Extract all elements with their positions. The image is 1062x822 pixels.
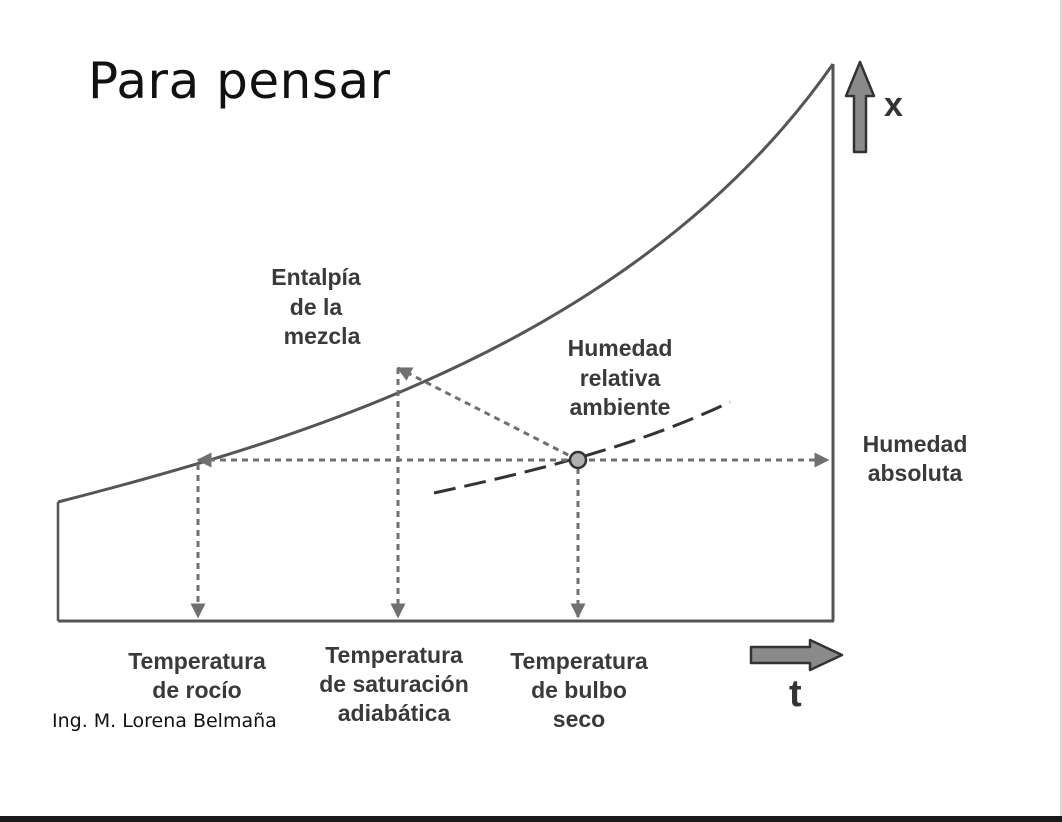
dry-bulb-label: Temperatura de bulbo seco [510, 648, 648, 732]
svg-text:de saturación: de saturación [319, 671, 469, 697]
svg-text:Humedad: Humedad [568, 335, 673, 361]
diagonal-dashed-to-enthalpy [396, 366, 579, 462]
slide-bottom-border [0, 816, 1062, 822]
circle-marker-icon [568, 450, 588, 470]
enthalpy-label: Entalpía de la mezcla [271, 264, 361, 349]
up-arrow-icon [844, 60, 876, 154]
svg-text:Temperatura: Temperatura [128, 648, 266, 674]
slide-right-border [1060, 0, 1062, 816]
author-credit: Ing. M. Lorena Belmaña [52, 710, 277, 732]
saturation-curve [57, 63, 835, 504]
vertical-axis-symbol: x [884, 86, 903, 124]
right-arrow-icon [749, 638, 844, 672]
svg-text:absoluta: absoluta [868, 460, 963, 486]
svg-text:de bulbo: de bulbo [531, 677, 627, 703]
svg-text:mezcla: mezcla [284, 323, 361, 349]
horizontal-axis-symbol: t [789, 673, 802, 715]
dew-point-label: Temperatura de rocío [128, 648, 266, 703]
svg-text:Entalpía: Entalpía [271, 264, 361, 290]
svg-text:Temperatura: Temperatura [325, 642, 463, 668]
svg-text:relativa: relativa [580, 365, 661, 391]
slide-title: Para pensar [88, 52, 391, 110]
svg-text:Humedad: Humedad [863, 431, 968, 457]
svg-text:de la: de la [290, 294, 343, 320]
adiabatic-saturation-label: Temperatura de saturación adiabática [319, 642, 469, 726]
relative-humidity-curve [433, 400, 731, 495]
svg-text:de rocío: de rocío [152, 677, 241, 703]
svg-text:ambiente: ambiente [570, 394, 671, 420]
svg-text:seco: seco [553, 706, 605, 732]
svg-text:adiabática: adiabática [338, 700, 451, 726]
relative-humidity-label: Humedad relativa ambiente [568, 335, 673, 420]
absolute-humidity-label: Humedad absoluta [863, 431, 968, 486]
svg-text:Temperatura: Temperatura [510, 648, 648, 674]
